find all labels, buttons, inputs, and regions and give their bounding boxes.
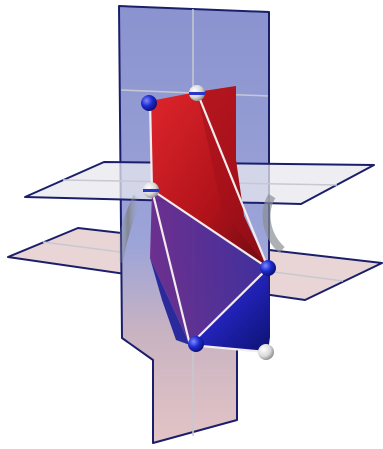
blue-surface	[190, 268, 270, 352]
surface-shadow-right	[262, 193, 285, 254]
red-surface-fold	[197, 86, 268, 268]
ruling-line-3	[189, 267, 269, 346]
point-f[interactable]	[258, 344, 274, 360]
point-a[interactable]	[141, 95, 157, 111]
ruling-line-4	[148, 100, 154, 191]
surface-shadow-left	[113, 194, 143, 263]
ruling-line-2	[151, 189, 269, 269]
points	[141, 85, 276, 360]
point-d[interactable]	[260, 260, 276, 276]
blue-surface-lower	[150, 258, 190, 345]
point-b-band	[189, 92, 205, 95]
ruling-line-5	[150, 189, 192, 346]
ruling-line-1	[195, 91, 270, 269]
point-c-band	[143, 189, 159, 192]
point-e[interactable]	[188, 336, 204, 352]
